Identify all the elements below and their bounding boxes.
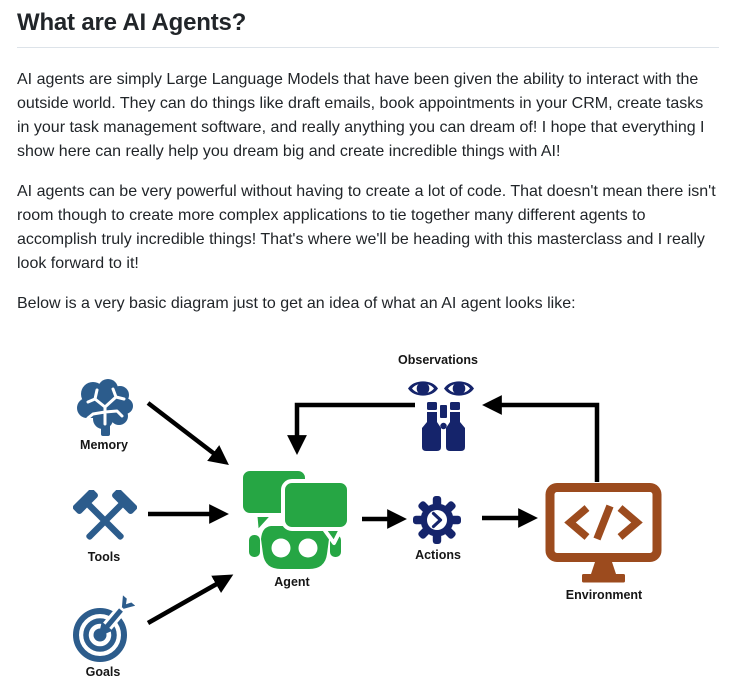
tools-label: Tools [87,550,121,564]
brain-icon [77,379,133,436]
target-dart-icon [73,595,135,662]
memory-label: Memory [80,438,128,452]
observations-label: Observations [398,353,478,367]
arrow-observations-to-agent [287,402,415,455]
goals-label: Goals [85,665,121,679]
agent-label: Agent [274,575,310,589]
title-divider [17,46,719,48]
binoculars-icon [422,402,465,451]
diagram-arrows [146,395,600,625]
crossed-hammers-icon [73,490,137,540]
code-monitor-icon [545,483,662,583]
paragraph-diagram-lead: Below is a very basic diagram just to ge… [17,294,576,312]
eyes-icon [408,381,474,396]
page-title: What are AI Agents? [17,9,247,36]
environment-label: Environment [565,588,643,602]
ai-agent-diagram: Memory Tools [0,345,736,691]
arrow-environment-to-observations [482,395,600,482]
gear-icon [413,496,461,544]
paragraph-power: AI agents can be very powerful without h… [17,182,716,272]
paragraph-intro: AI agents are simply Large Language Mode… [17,70,705,160]
arrow-memory-to-agent [146,401,229,466]
arrow-goals-to-agent [146,574,234,625]
robot-chat-icon [239,469,351,569]
actions-label: Actions [415,548,461,562]
